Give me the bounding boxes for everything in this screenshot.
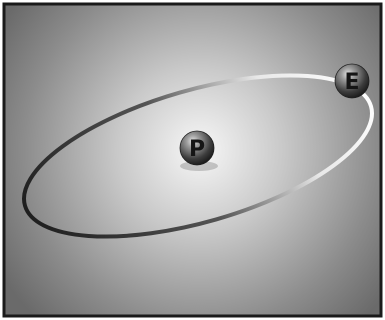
nucleus-label: P [189, 137, 205, 162]
orbiter-label: E [344, 70, 359, 95]
orbiter-sphere: E [335, 64, 369, 98]
